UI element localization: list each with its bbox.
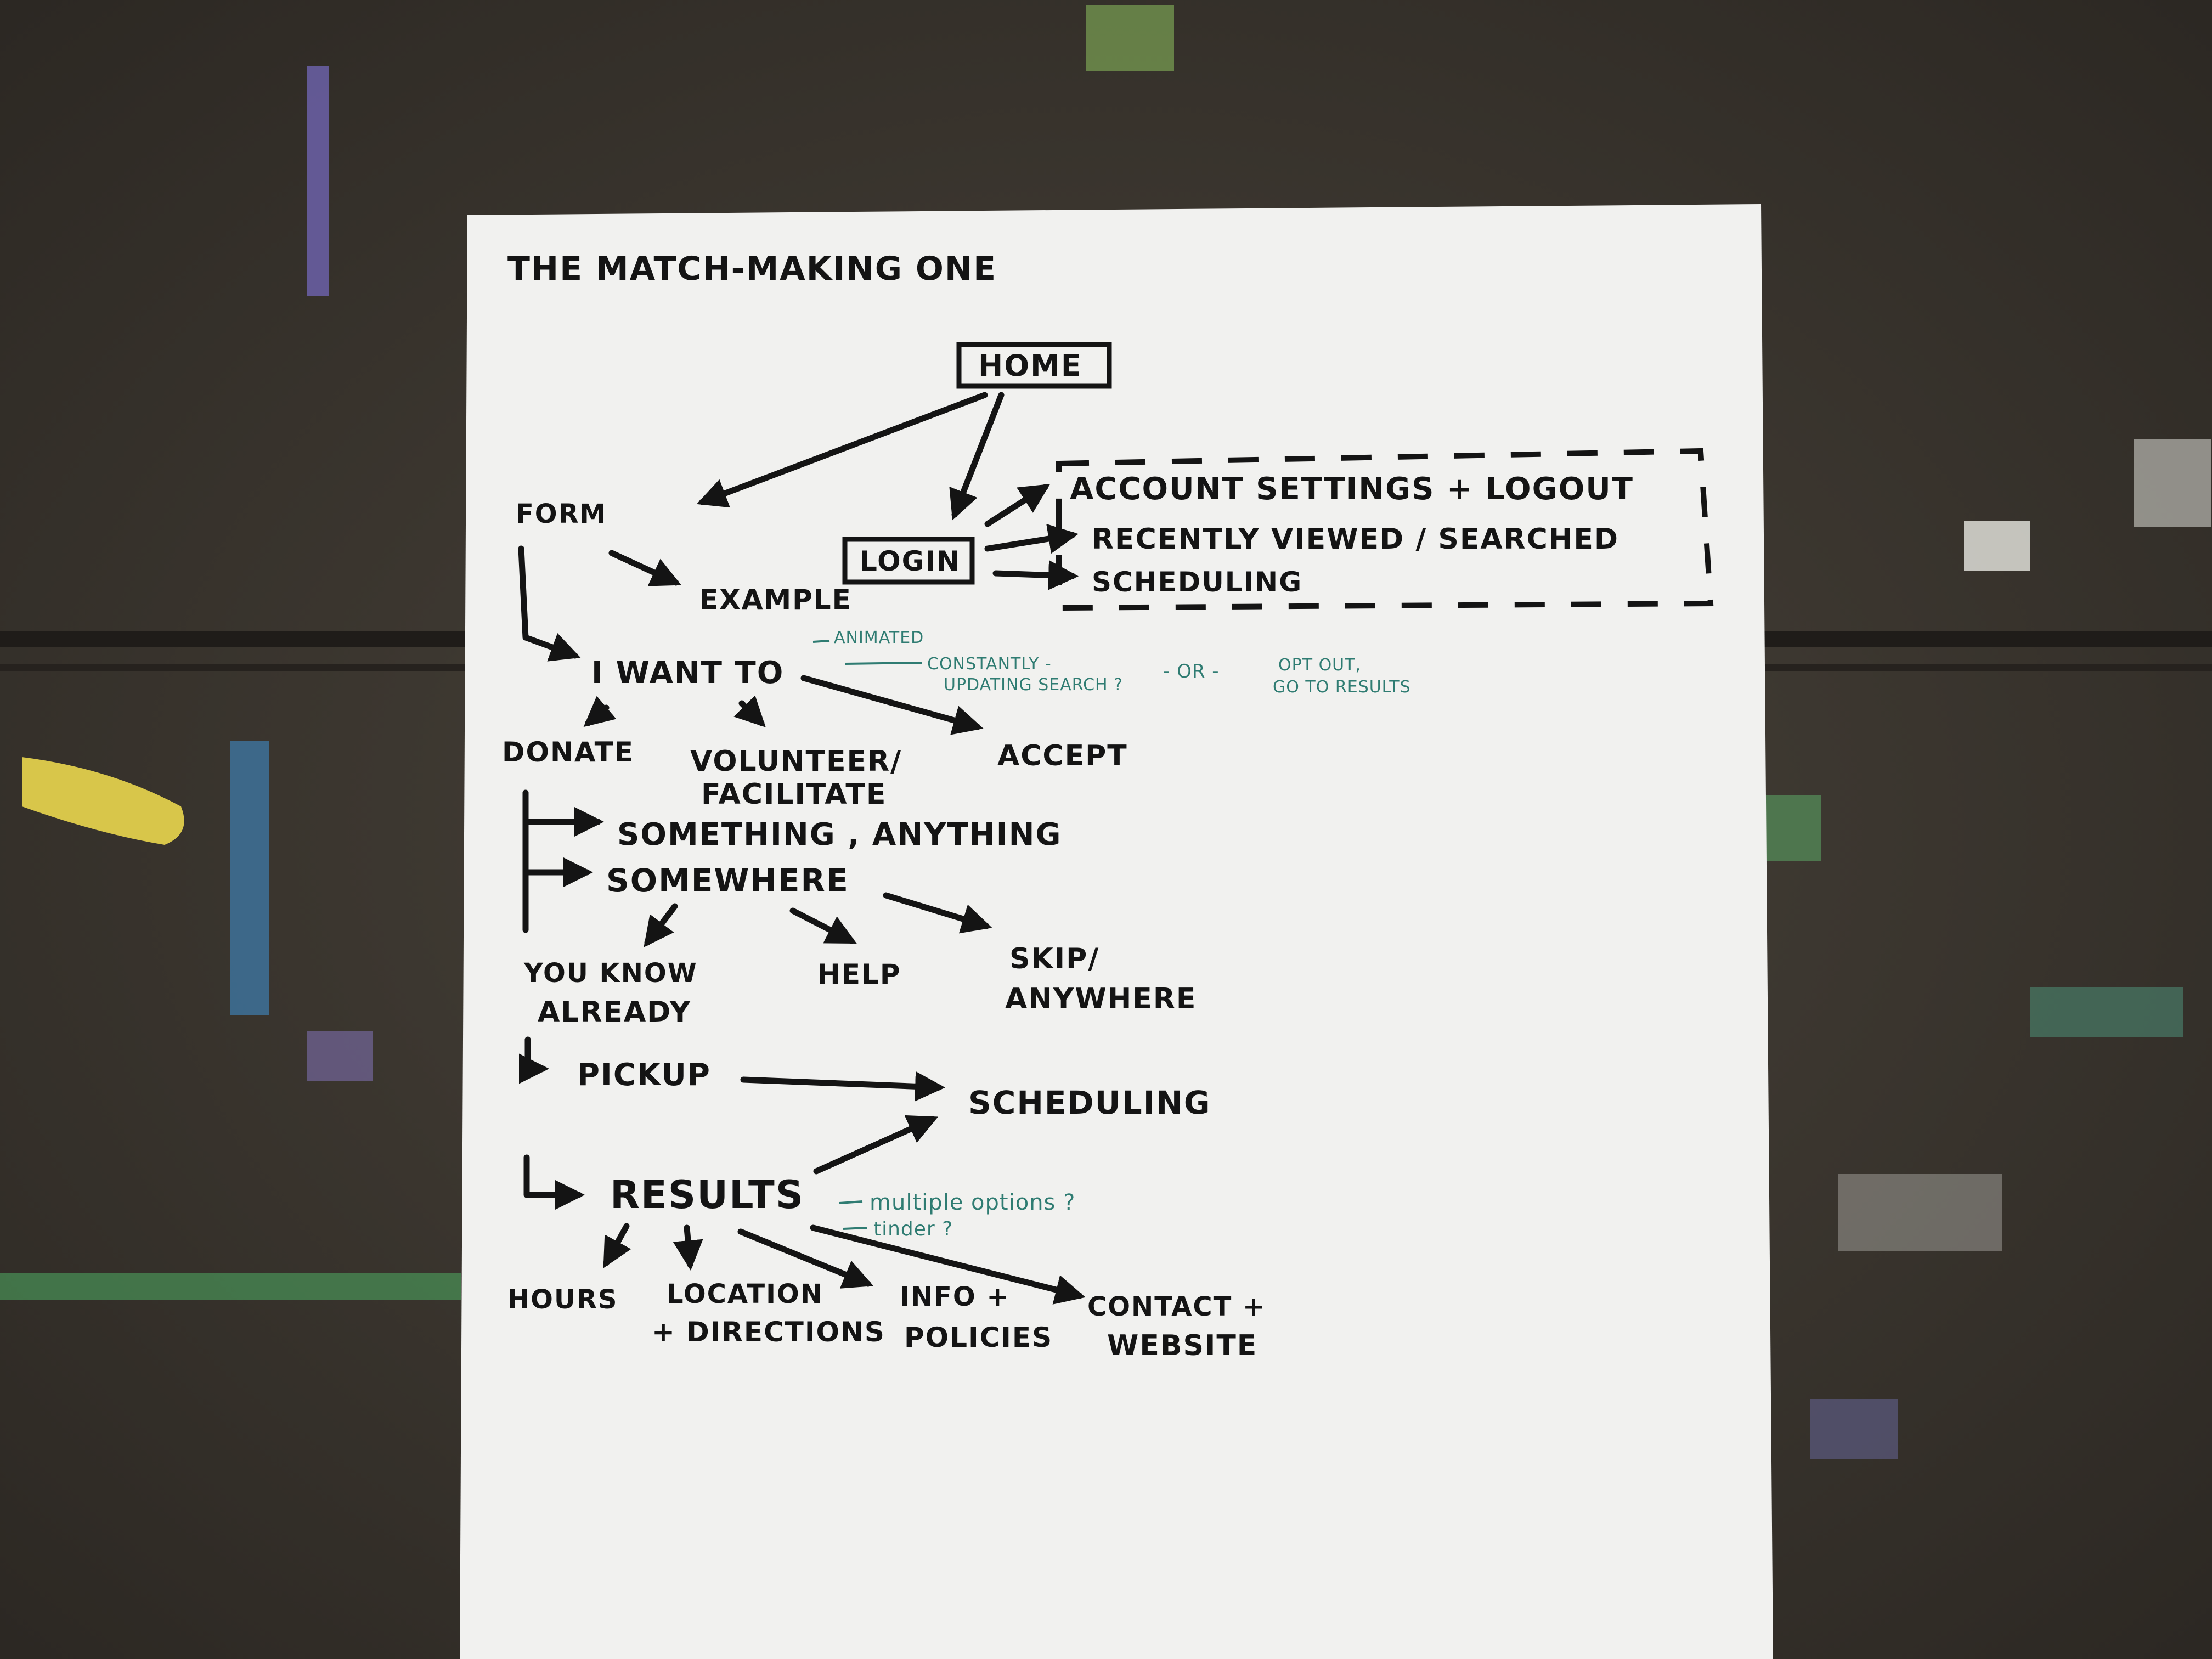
- note-animated: ANIMATED: [834, 628, 924, 647]
- node-info: INFO +: [900, 1282, 1010, 1312]
- node-i-want-to: I WANT TO: [591, 655, 784, 691]
- node-anywhere: ANYWHERE: [1005, 983, 1197, 1015]
- note-dash-animated: [812, 640, 830, 643]
- node-location: LOCATION: [667, 1279, 823, 1310]
- node-volunteer: VOLUNTEER/: [690, 745, 902, 778]
- node-recently-viewed: RECENTLY VIEWED / SEARCHED: [1092, 523, 1619, 556]
- node-directions: + DIRECTIONS: [652, 1316, 885, 1348]
- node-contact: CONTACT +: [1087, 1291, 1266, 1322]
- note-multiple-options: multiple options ?: [870, 1190, 1075, 1215]
- note-opt-out-2: GO TO RESULTS: [1273, 678, 1411, 697]
- node-results: RESULTS: [610, 1172, 804, 1217]
- node-accept: ACCEPT: [997, 740, 1128, 772]
- note-dash-constantly: [844, 662, 922, 665]
- note-constantly-1: CONSTANTLY -: [927, 654, 1052, 674]
- node-login: LOGIN: [860, 545, 961, 577]
- note-dash-multiple: [839, 1200, 863, 1204]
- node-policies: POLICIES: [904, 1322, 1053, 1353]
- node-hours: HOURS: [507, 1284, 618, 1315]
- home-box: [956, 342, 1112, 389]
- node-facilitate: FACILITATE: [701, 778, 887, 811]
- node-help: HELP: [817, 958, 901, 990]
- node-donate: DONATE: [502, 736, 634, 768]
- paper-sheet: [460, 204, 1773, 1659]
- node-home: HOME: [978, 348, 1082, 383]
- node-already: ALREADY: [538, 996, 691, 1029]
- node-website: WEBSITE: [1107, 1329, 1257, 1362]
- login-box: [842, 537, 975, 585]
- flow-arrows: [518, 392, 1086, 1305]
- account-group-outline: [1056, 448, 1714, 611]
- node-scheduling-top: SCHEDULING: [1092, 566, 1302, 598]
- node-you-know: YOU KNOW: [523, 958, 698, 989]
- note-opt-out-1: OPT OUT,: [1278, 656, 1361, 675]
- node-example: EXAMPLE: [699, 584, 852, 616]
- note-constantly-2: UPDATING SEARCH ?: [944, 675, 1123, 695]
- note-tinder: tinder ?: [873, 1218, 953, 1240]
- node-skip: SKIP/: [1009, 943, 1099, 975]
- node-form: FORM: [516, 499, 607, 529]
- node-account-settings: ACCOUNT SETTINGS + LOGOUT: [1070, 471, 1634, 507]
- node-somewhere: SOMEWHERE: [606, 862, 849, 899]
- node-pickup: PICKUP: [577, 1057, 711, 1093]
- node-something-anything: SOMETHING , ANYTHING: [617, 817, 1062, 853]
- note-dash-tinder: [843, 1227, 867, 1230]
- note-or: - OR -: [1163, 661, 1220, 682]
- diagram-title: THE MATCH-MAKING ONE: [507, 250, 997, 288]
- node-scheduling: SCHEDULING: [968, 1084, 1211, 1121]
